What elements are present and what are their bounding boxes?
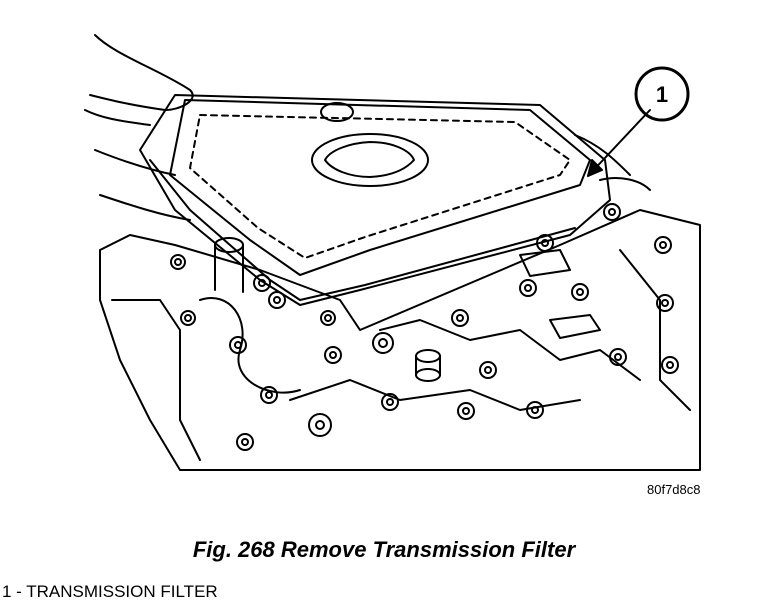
valve-body-slot-2 [519,249,571,277]
callout-number: 1 [656,82,668,107]
right-hand [574,134,651,191]
valve-plug-bottom [415,368,441,382]
pickup-tube [214,244,244,293]
valve-body-channel-3 [289,379,581,411]
valve-plug-body [415,355,441,376]
valve-body-channel-2 [379,319,641,381]
legend-item: 1 - TRANSMISSION FILTER [2,582,218,601]
filter-outlet-neck [311,133,429,187]
valve-body-channel [199,297,301,394]
valve-body-outline [99,209,701,471]
valve-body-edge-right [619,249,691,411]
filter-outlet-opening [324,141,415,178]
pickup-tube-opening [214,237,244,253]
valve-body-edge-left [111,299,201,461]
valve-body-bolts [170,203,679,451]
filter-top-surface [169,99,591,276]
filter-flange [149,159,576,301]
filter-inner-dashed [189,114,571,259]
figure-caption: Fig. 268 Remove Transmission Filter [192,537,576,562]
callout-circle [634,66,690,122]
filter-top-boss [320,102,354,122]
figure-reference-code: 80f7d8c8 [647,482,701,497]
valve-plug-top [415,349,441,363]
figure-legend: 1 - TRANSMISSION FILTER [2,582,218,602]
valve-body-slot [549,314,601,339]
callout-arrowhead [587,159,603,177]
filter-rim [139,94,611,306]
transmission-filter-illustration: 1 [84,34,701,471]
